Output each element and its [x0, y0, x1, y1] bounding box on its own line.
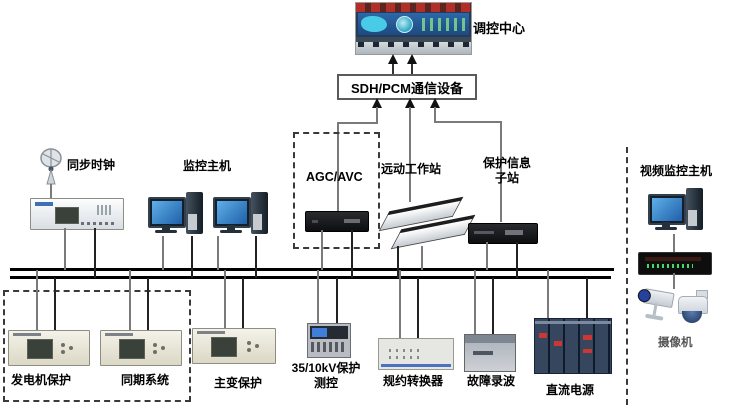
label-fault-recorder: 故障录波	[467, 374, 516, 388]
label-protection-info-substation: 保护信息 子站	[482, 156, 531, 185]
label-transformer-protection: 主变保护	[214, 376, 263, 390]
label-dc-power: 直流电源	[546, 383, 595, 397]
protocol-converter-device	[378, 338, 454, 370]
label-remote-workstation: 远动工作站	[381, 162, 442, 176]
label-sdh-pcm: SDH/PCM通信设备	[351, 80, 463, 96]
photo-desk-row	[356, 37, 471, 42]
label-generator-protection: 发电机保护	[11, 373, 72, 387]
bullet-camera-icon	[631, 287, 676, 327]
gps-antenna-icon	[40, 148, 62, 185]
label-control-center: 调控中心	[473, 21, 526, 36]
transformer-protection-device	[192, 328, 276, 364]
label-kv-protection: 35/10kV保护 测控	[291, 361, 361, 390]
video-host-pc	[648, 188, 706, 234]
chart-bars-icon	[422, 18, 466, 31]
map-shape-icon	[361, 16, 387, 32]
dome-camera-icon	[678, 290, 708, 326]
sync-system-device	[100, 330, 182, 366]
network-bus-b	[10, 276, 611, 279]
sync-clock-device	[30, 198, 124, 230]
label-video-host: 视频监控主机	[640, 164, 713, 178]
kv-protection-device	[307, 323, 351, 358]
generator-protection-device	[8, 330, 90, 366]
label-agc-avc: AGC/AVC	[306, 170, 363, 184]
network-bus-a	[10, 268, 614, 271]
fault-recorder-device	[464, 334, 516, 372]
label-sync-clock: 同步时钟	[67, 158, 116, 172]
monitor-host-pc-1	[148, 192, 206, 236]
photo-floor	[356, 42, 471, 54]
dc-power-cabinet	[534, 318, 612, 374]
label-protocol-converter: 规约转换器	[383, 374, 444, 388]
globe-icon	[396, 16, 413, 33]
label-sync-system: 同期系统	[121, 373, 170, 387]
label-camera: 摄像机	[658, 337, 693, 349]
photo-big-screen	[358, 13, 469, 35]
agc-avc-dashed-box	[293, 132, 380, 249]
generator-sync-dashed-box	[3, 290, 191, 402]
protection-info-device	[468, 223, 538, 244]
monitor-host-pc-2	[213, 192, 271, 236]
video-section-divider	[626, 147, 628, 405]
remote-workstation-servers	[376, 196, 476, 250]
label-monitor-host: 监控主机	[183, 159, 232, 173]
photo-banner	[356, 3, 471, 12]
photo-operator-monitors	[358, 42, 469, 47]
video-dvr-device	[638, 252, 712, 275]
sdh-pcm-box: SDH/PCM通信设备	[337, 74, 477, 100]
control-center-photo	[355, 2, 472, 55]
agc-avc-device	[305, 211, 369, 232]
